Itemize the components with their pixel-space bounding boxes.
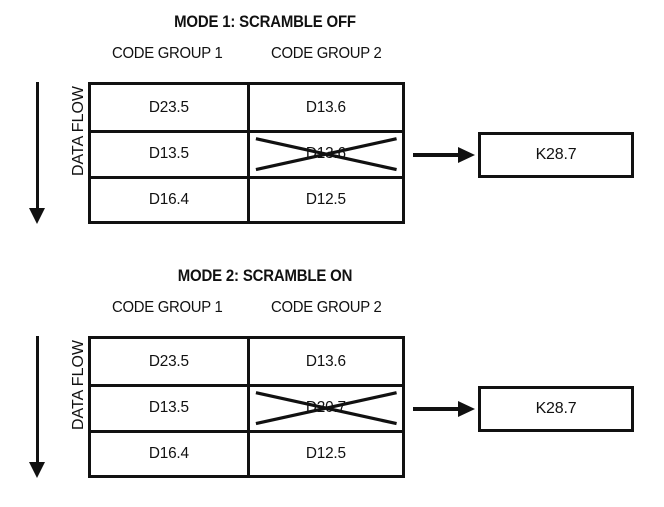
column-header-code-group-2: CODE GROUP 2: [270, 299, 382, 316]
cell-code-group-1: D23.5: [91, 85, 247, 130]
diagram-section-mode-2: MODE 2: SCRAMBLE ON CODE GROUP 1 CODE GR…: [0, 254, 664, 507]
cell-code-group-2: D13.6: [246, 339, 403, 385]
cell-value: D12.5: [305, 444, 346, 462]
cell-value: D12.5: [305, 190, 346, 208]
cell-value: D23.5: [148, 98, 189, 116]
cell-code-group-1: D13.5: [91, 387, 247, 429]
connector-arrow-shaft: [413, 153, 460, 157]
cell-value: D20.7: [305, 399, 346, 417]
column-header-code-group-2: CODE GROUP 2: [270, 45, 382, 62]
cell-code-group-2: D12.5: [246, 178, 403, 221]
table-row: D23.5 D13.6: [91, 85, 403, 131]
cell-value: D23.5: [148, 352, 189, 370]
data-flow-label: DATA FLOW: [70, 85, 87, 177]
cell-value: D16.4: [148, 444, 189, 462]
code-group-table: D23.5 D13.6 D13.5 D13.6 D1: [88, 82, 405, 224]
table-row: D16.4 D12.5: [91, 429, 403, 475]
cell-code-group-2-struck: D20.7: [246, 387, 403, 430]
cell-code-group-1: D16.4: [91, 179, 247, 221]
output-code-box: K28.7: [478, 132, 634, 178]
cell-value: D13.6: [305, 98, 346, 116]
diagram-section-mode-1: MODE 1: SCRAMBLE OFF CODE GROUP 1 CODE G…: [0, 0, 664, 253]
column-header-row: CODE GROUP 1 CODE GROUP 2: [88, 299, 405, 317]
connector-arrow-shaft: [413, 407, 460, 411]
cell-value: D16.4: [148, 190, 189, 208]
code-group-table: D23.5 D13.6 D13.5 D20.7 D1: [88, 336, 405, 478]
cell-code-group-1: D13.5: [91, 133, 247, 175]
output-connector-arrow: [413, 147, 477, 163]
output-code-value: K28.7: [535, 400, 577, 417]
table-row: D16.4 D12.5: [91, 175, 403, 221]
data-flow-arrow-icon: [29, 208, 45, 224]
table-row: D13.5 D20.7: [91, 384, 403, 430]
cell-code-group-1: D16.4: [91, 433, 247, 475]
output-connector-arrow: [413, 401, 477, 417]
data-flow-arrow-shaft: [36, 336, 39, 464]
data-flow-arrow-icon: [29, 462, 45, 478]
data-flow-indicator: DATA FLOW: [24, 82, 87, 224]
column-header-code-group-1: CODE GROUP 1: [112, 45, 223, 62]
data-flow-label: DATA FLOW: [70, 339, 87, 431]
cell-code-group-2: D13.6: [246, 85, 403, 131]
table-row: D23.5 D13.6: [91, 339, 403, 385]
cell-value: D13.6: [305, 352, 346, 370]
cell-value: D13.5: [148, 145, 189, 163]
cell-value: D13.5: [148, 399, 189, 417]
data-flow-arrow-shaft: [36, 82, 39, 210]
table-row: D13.5 D13.6: [91, 130, 403, 176]
mode-title: MODE 2: SCRAMBLE ON: [177, 266, 353, 285]
output-code-value: K28.7: [535, 146, 577, 163]
column-header-code-group-1: CODE GROUP 1: [112, 299, 223, 316]
cell-code-group-2-struck: D13.6: [246, 133, 403, 176]
mode-title: MODE 1: SCRAMBLE OFF: [174, 12, 356, 31]
output-code-box: K28.7: [478, 386, 634, 432]
connector-arrow-icon: [458, 147, 475, 163]
cell-code-group-1: D23.5: [91, 339, 247, 384]
cell-value: D13.6: [305, 145, 346, 163]
cell-code-group-2: D12.5: [246, 432, 403, 475]
column-header-row: CODE GROUP 1 CODE GROUP 2: [88, 45, 405, 63]
data-flow-indicator: DATA FLOW: [24, 336, 87, 478]
connector-arrow-icon: [458, 401, 475, 417]
